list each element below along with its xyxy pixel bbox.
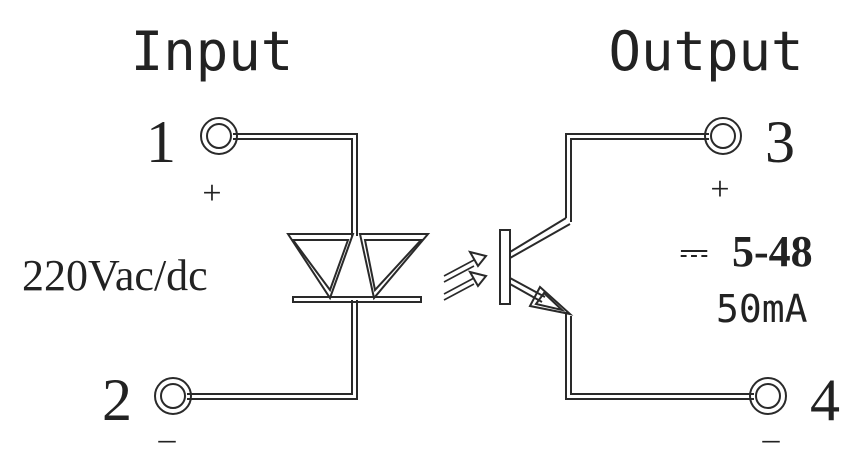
pin-4-polarity: _ (762, 409, 781, 446)
phototransistor-symbol (499, 217, 574, 316)
output-title: Output (608, 20, 803, 83)
output-current-label: 50mA (716, 287, 808, 331)
pin-4-label: 4 (810, 367, 840, 433)
pin-1-polarity: + (202, 175, 221, 212)
terminal-3 (704, 117, 742, 155)
pin-3-polarity: + (710, 171, 729, 208)
input-voltage-label: 220Vac/dc (22, 251, 208, 300)
pin-1-label: 1 (146, 109, 176, 175)
pin-2-label: 2 (102, 367, 132, 433)
led-symbol (286, 233, 431, 303)
input-title: Input (131, 20, 294, 83)
pin-3-label: 3 (765, 109, 795, 175)
dc-symbol: ⎓ (680, 232, 709, 272)
terminal-1 (200, 117, 238, 155)
output-voltage-label: 5-48 (732, 227, 813, 276)
output-wire (565, 133, 754, 400)
pin-2-polarity: _ (158, 409, 177, 446)
light-arrows-icon (443, 250, 488, 301)
input-wire (187, 133, 358, 400)
terminal-2 (154, 377, 192, 415)
terminal-4 (749, 377, 787, 415)
